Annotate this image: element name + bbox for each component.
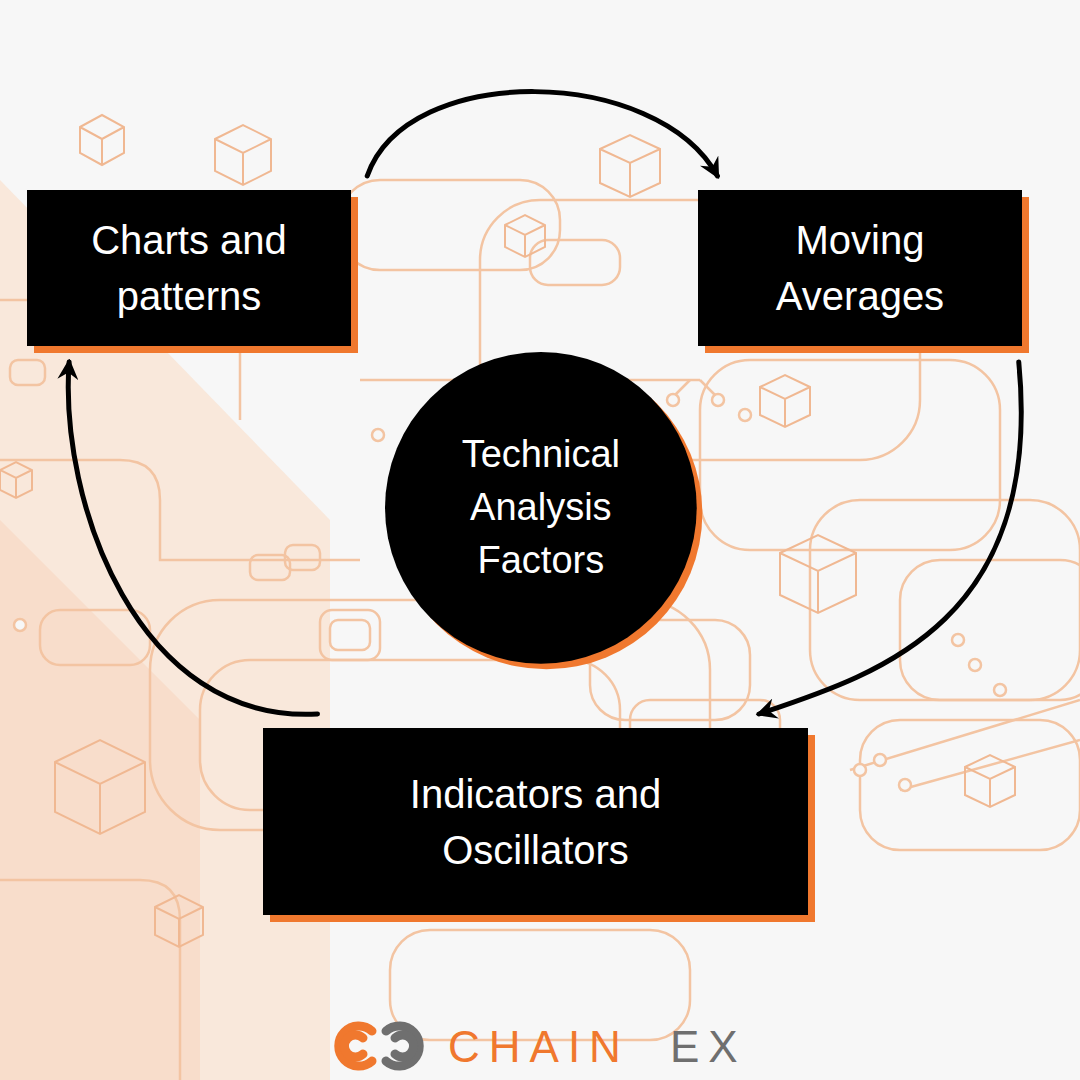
curved-arrow [68, 362, 317, 714]
curved-arrow [367, 92, 717, 176]
process-box: Moving Averages [698, 190, 1022, 346]
process-box: Indicators and Oscillators [263, 728, 808, 915]
node-text: Charts and patterns [49, 212, 329, 324]
shade-band [0, 520, 200, 1080]
center-circle: Technical Analysis Factors [385, 352, 697, 664]
curved-arrow [759, 362, 1021, 714]
process-box: Charts and patterns [27, 190, 351, 346]
node-text: Moving Averages [720, 212, 1000, 324]
logo-icon [339, 1026, 419, 1066]
logo-word: CHAIN [448, 1025, 630, 1069]
logo-word: EX [670, 1025, 747, 1069]
node-text: Indicators and Oscillators [371, 766, 701, 878]
cube-icons [0, 115, 1015, 947]
circuit-lines [0, 180, 1080, 1080]
node-text: Technical Analysis Factors [433, 428, 648, 588]
